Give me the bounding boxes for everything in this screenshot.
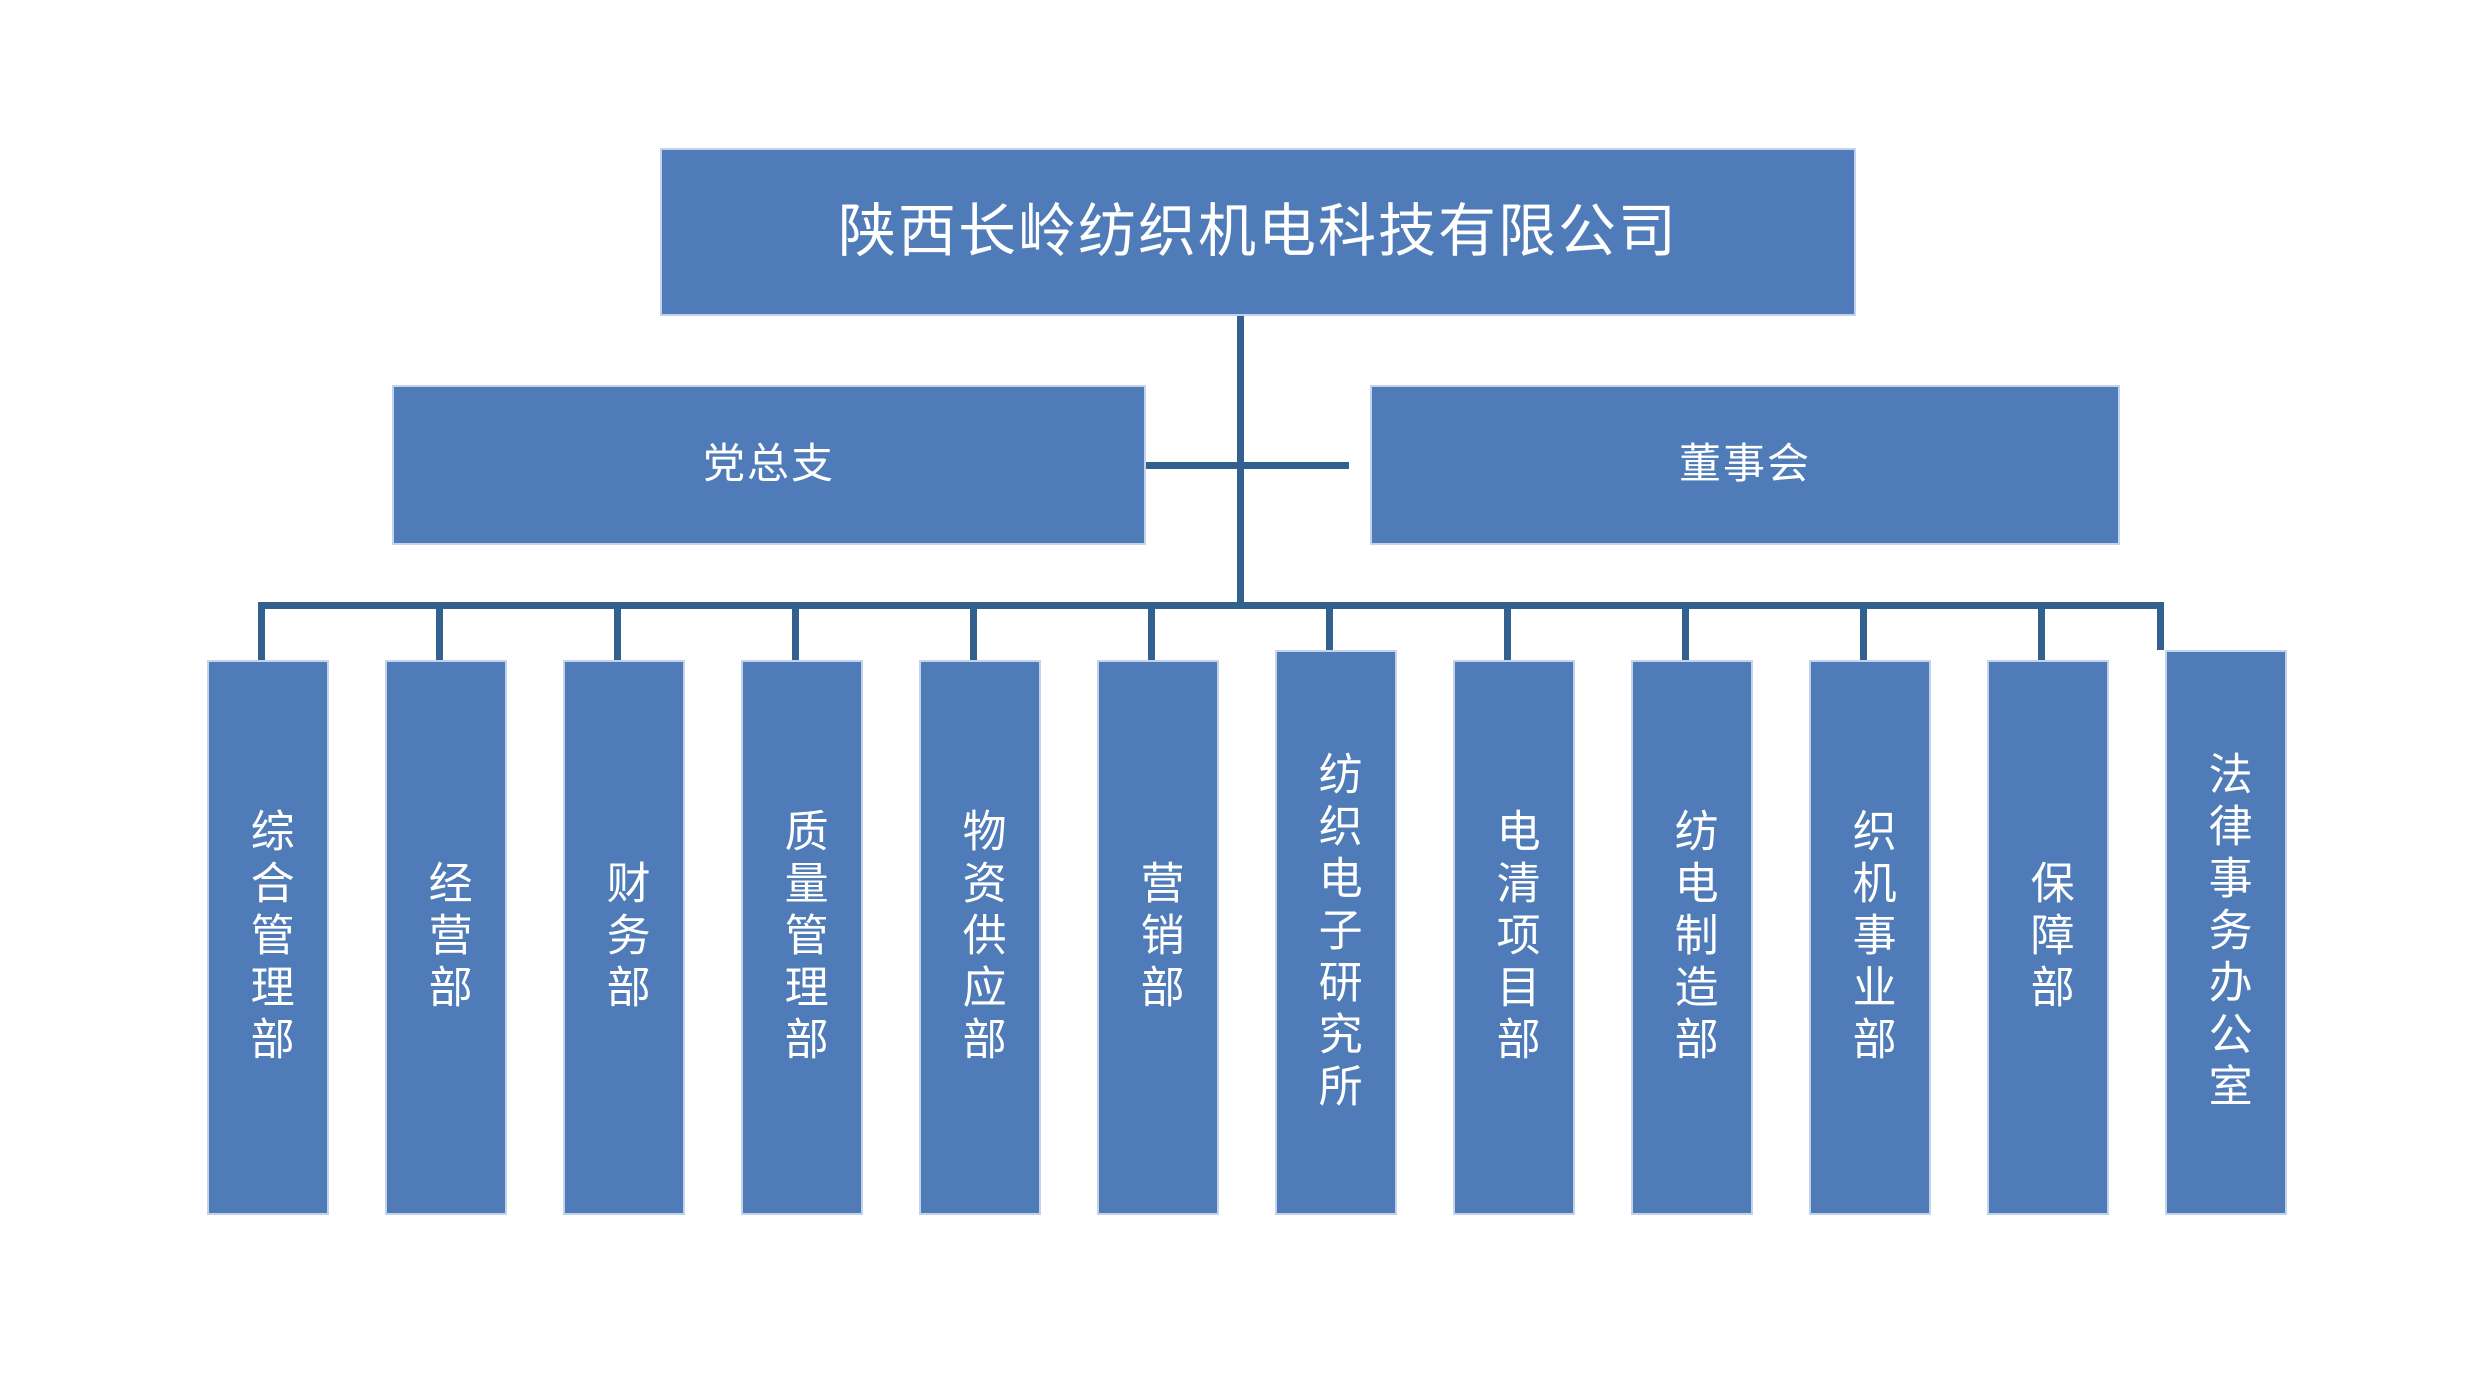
org-node-department-electronic-clearer-project-label: 电清项目部 (1489, 807, 1539, 1068)
org-node-department-loom-business-label: 织机事业部 (1845, 807, 1895, 1068)
org-node-department-marketing[interactable]: 营销部 (1097, 660, 1219, 1215)
org-node-department-operations-label: 经营部 (421, 859, 471, 1016)
org-node-department-textile-electronics-manufacturing-label: 纺电制造部 (1667, 807, 1717, 1068)
org-node-department-finance-label: 财务部 (599, 859, 649, 1016)
connector-drop-11 (2038, 602, 2045, 684)
org-node-department-security[interactable]: 保障部 (1987, 660, 2109, 1215)
connector-drop-2 (436, 602, 443, 684)
org-node-root[interactable]: 陕西长岭纺织机电科技有限公司 (660, 148, 1856, 316)
org-node-department-textile-electronics-manufacturing[interactable]: 纺电制造部 (1631, 660, 1753, 1215)
org-node-department-loom-business[interactable]: 织机事业部 (1809, 660, 1931, 1215)
org-node-department-legal-affairs-office-label: 法律事务办公室 (2201, 750, 2251, 1115)
org-node-department-general-management-label: 综合管理部 (243, 807, 293, 1068)
connector-department-bus (258, 602, 2164, 609)
connector-drop-8 (1504, 602, 1511, 684)
org-node-party-branch[interactable]: 党总支 (392, 385, 1146, 545)
org-node-board-of-directors[interactable]: 董事会 (1370, 385, 2120, 545)
org-node-party-branch-label: 党总支 (702, 441, 835, 488)
connector-drop-7 (1326, 602, 1333, 650)
org-node-department-textile-electronics-institute[interactable]: 纺织电子研究所 (1275, 650, 1397, 1215)
connector-drop-9 (1682, 602, 1689, 684)
org-node-department-finance[interactable]: 财务部 (563, 660, 685, 1215)
org-node-department-material-supply-label: 物资供应部 (955, 807, 1005, 1068)
org-node-board-of-directors-label: 董事会 (1678, 441, 1811, 488)
connector-drop-1 (258, 602, 265, 684)
org-node-department-security-label: 保障部 (2023, 859, 2073, 1016)
connector-drop-13 (2157, 602, 2164, 650)
org-node-department-legal-affairs-office[interactable]: 法律事务办公室 (2165, 650, 2287, 1215)
org-node-department-general-management[interactable]: 综合管理部 (207, 660, 329, 1215)
connector-drop-5 (970, 602, 977, 684)
connector-drop-4 (792, 602, 799, 684)
org-node-department-marketing-label: 营销部 (1133, 859, 1183, 1016)
org-node-department-quality-management-label: 质量管理部 (777, 807, 827, 1068)
connector-drop-10 (1860, 602, 1867, 684)
connector-drop-3 (614, 602, 621, 684)
connector-second-level-crossbar (1133, 462, 1349, 469)
org-node-department-material-supply[interactable]: 物资供应部 (919, 660, 1041, 1215)
org-node-department-textile-electronics-institute-label: 纺织电子研究所 (1311, 750, 1361, 1115)
org-node-department-operations[interactable]: 经营部 (385, 660, 507, 1215)
connector-drop-6 (1148, 602, 1155, 684)
org-node-root-label: 陕西长岭纺织机电科技有限公司 (837, 198, 1678, 264)
org-node-department-electronic-clearer-project[interactable]: 电清项目部 (1453, 660, 1575, 1215)
org-node-department-quality-management[interactable]: 质量管理部 (741, 660, 863, 1215)
